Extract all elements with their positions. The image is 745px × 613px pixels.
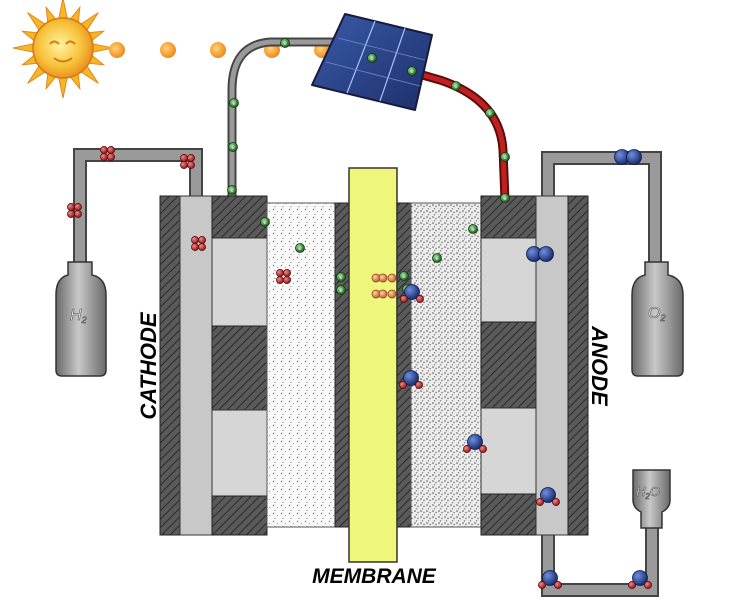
electron-icon: e (500, 193, 510, 203)
particles: eeeeeeeeeeeeeeeeee (67, 38, 652, 589)
electron-symbol: e (283, 41, 287, 47)
oxygen-molecule-icon (614, 149, 642, 165)
electron-icon: e (500, 152, 510, 162)
electron-symbol: e (232, 101, 236, 107)
electron-icon: e (399, 271, 409, 281)
electron-symbol: e (435, 256, 439, 262)
electron-symbol: e (488, 111, 492, 117)
electron-icon: e (432, 253, 442, 263)
electron-icon: e (260, 217, 270, 227)
hydrogen-molecule-icon (100, 146, 115, 161)
electron-symbol: e (339, 275, 343, 281)
electron-symbol: e (339, 288, 343, 294)
electron-icon: e (485, 108, 495, 118)
cathode-catalyst-layer (266, 202, 336, 528)
water-molecule-icon (628, 570, 652, 589)
electron-icon: e (336, 272, 346, 282)
wire-negative (227, 37, 355, 203)
cathode-label: CATHODE (136, 311, 161, 419)
electron-icon: e (229, 98, 239, 108)
light-beam (109, 42, 330, 58)
water-molecule-icon (463, 434, 487, 453)
membrane-label: MEMBRANE (312, 565, 437, 588)
electron-symbol: e (410, 69, 414, 75)
tank-h2o: H2O (632, 469, 671, 529)
tank-o2-label: O2 (648, 305, 665, 323)
electron-symbol: e (503, 155, 507, 161)
tank-o2: O2 (631, 261, 684, 377)
water-molecule-icon (538, 570, 562, 589)
electron-symbol: e (370, 56, 374, 62)
electron-symbol: e (402, 274, 406, 280)
tank-h2: H2 (55, 261, 107, 377)
pipe-h2o (541, 525, 659, 597)
electron-symbol: e (263, 220, 267, 226)
proton-icon (387, 273, 397, 283)
water-molecule-icon (536, 487, 560, 506)
proton-icon (378, 273, 388, 283)
hydrogen-molecule-icon (67, 203, 82, 218)
electron-icon: e (336, 285, 346, 295)
anode-catalyst-layer (410, 202, 482, 528)
hydrogen-molecule-icon (191, 236, 206, 251)
electron-icon: e (280, 38, 290, 48)
hydrogen-molecule-icon (180, 154, 195, 169)
electron-symbol: e (454, 84, 458, 90)
pipe-o2 (541, 151, 662, 265)
electron-icon: e (407, 66, 417, 76)
electron-icon: e (367, 53, 377, 63)
tank-h2-label: H2 (70, 307, 87, 325)
water-molecule-icon (399, 370, 423, 389)
electron-icon: e (451, 81, 461, 91)
electron-symbol: e (231, 145, 235, 151)
electron-symbol: e (503, 196, 507, 202)
proton-icon (378, 289, 388, 299)
cathode-electrode (334, 202, 350, 528)
hydrogen-molecule-icon (276, 269, 291, 284)
proton-icon (387, 289, 397, 299)
electron-symbol: e (471, 227, 475, 233)
electron-icon: e (295, 243, 305, 253)
electron-icon: e (228, 142, 238, 152)
sun-rays (12, 0, 114, 99)
anode-label: ANODE (587, 325, 612, 407)
sun-icon (12, 0, 114, 99)
anode-electrode (396, 202, 412, 528)
oxygen-molecule-icon (526, 246, 554, 262)
wire-positive (400, 65, 510, 205)
electron-symbol: e (230, 188, 234, 194)
electron-icon: e (227, 185, 237, 195)
cathode-assembly (159, 195, 268, 536)
water-molecule-icon (400, 284, 424, 303)
membrane (348, 167, 398, 563)
electron-icon: e (468, 224, 478, 234)
electron-symbol: e (298, 246, 302, 252)
tank-h2o-label: H2O (636, 484, 660, 501)
